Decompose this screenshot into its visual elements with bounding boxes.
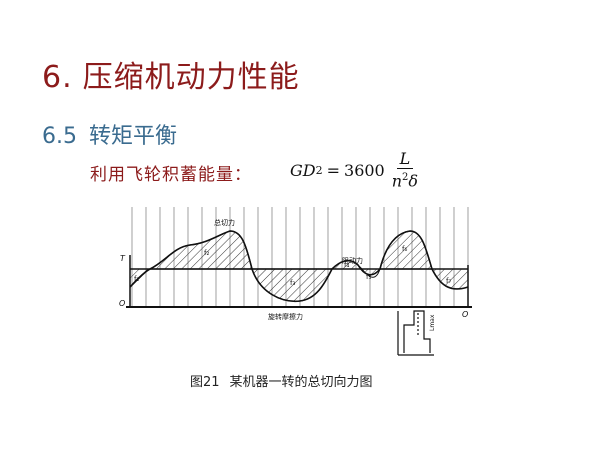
figure-caption: 图21 某机器一转的总切向力图 bbox=[190, 371, 373, 390]
section-heading: 6.5 转矩平衡 bbox=[42, 118, 177, 150]
energy-diagram bbox=[397, 310, 434, 356]
label-resist: 阻动力 bbox=[342, 256, 363, 265]
section-text: 转矩平衡 bbox=[89, 124, 178, 149]
formula-fraction: L n2δ bbox=[389, 150, 421, 190]
formula-den-base: n bbox=[391, 171, 403, 191]
label-f7: f₇ bbox=[446, 277, 451, 285]
title-number: 6. bbox=[42, 60, 73, 95]
title-text: 压缩机动力性能 bbox=[82, 60, 300, 95]
formula-coef: 3600 bbox=[344, 160, 385, 180]
label-T: T bbox=[120, 254, 126, 263]
formula-den-tail: δ bbox=[408, 171, 419, 191]
formula-numerator: L bbox=[396, 150, 414, 169]
label-f1: f₁ bbox=[134, 275, 139, 283]
label-rotating: 旋转摩擦力 bbox=[268, 312, 303, 321]
formula-den-exp: 2 bbox=[402, 172, 409, 183]
figure-caption-text: 某机器一转的总切向力图 bbox=[229, 375, 373, 390]
label-f2: f₂ bbox=[204, 249, 209, 257]
label-f4: f₄ bbox=[344, 261, 349, 269]
formula-lhs: GD bbox=[290, 160, 316, 180]
label-O-left: O bbox=[119, 299, 125, 308]
label-Lmax: Lmax bbox=[429, 314, 436, 331]
label-O-right: O bbox=[462, 310, 468, 319]
label-f3: f₃ bbox=[290, 279, 295, 287]
slide-title: 6. 压缩机动力性能 bbox=[42, 52, 300, 96]
body-label: 利用飞轮积蓄能量： bbox=[90, 165, 252, 185]
formula-denominator: n2δ bbox=[389, 169, 421, 190]
formula-lhs-exp: 2 bbox=[315, 163, 323, 177]
label-total: 总切力 bbox=[214, 218, 235, 227]
section-number: 6.5 bbox=[42, 124, 77, 149]
formula-equals: = bbox=[326, 160, 341, 180]
total-force-curve bbox=[129, 230, 469, 303]
label-f5: f₅ bbox=[366, 273, 371, 281]
tangential-force-figure: 总切力 阻动力 旋转摩擦力 T O O f₁ f₂ f₃ f₄ f₅ f₆ f₇… bbox=[119, 207, 472, 356]
figure-caption-number: 图21 bbox=[190, 375, 220, 390]
label-f6: f₆ bbox=[402, 245, 407, 253]
